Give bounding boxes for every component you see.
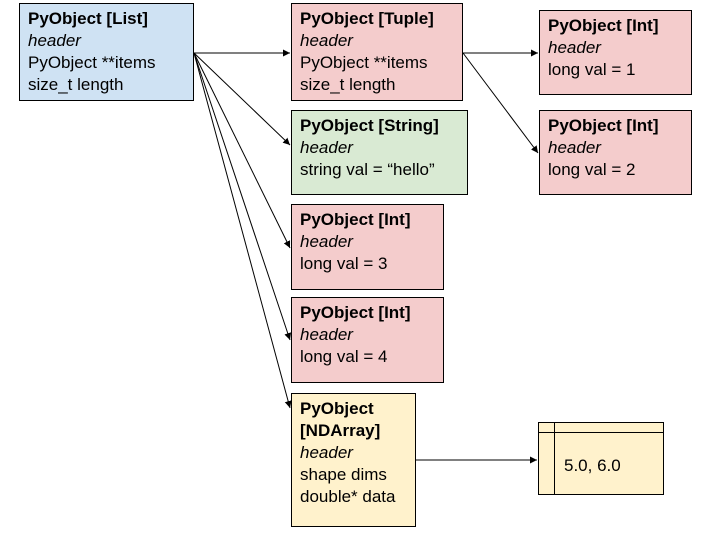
buffer-divider-vertical	[554, 423, 555, 494]
box-header: header	[28, 31, 81, 50]
box-title: PyObject [Int]	[300, 303, 411, 322]
box-title: PyObject [String]	[300, 116, 439, 135]
box-field: PyObject **items	[300, 53, 428, 72]
box-title: PyObject [Int]	[300, 210, 411, 229]
box-field: size_t length	[28, 75, 124, 94]
arrow-list-to-int3	[193, 52, 291, 249]
pyobject-tuple-box: PyObject [Tuple] header PyObject **items…	[291, 3, 463, 101]
buffer-divider-horizontal	[539, 432, 663, 433]
box-header: header	[300, 443, 353, 462]
arrow-list-to-int4	[193, 52, 292, 341]
box-title: PyObject [Int]	[548, 16, 659, 35]
box-title: PyObject [Tuple]	[300, 9, 434, 28]
box-field: size_t length	[300, 75, 396, 94]
box-field: PyObject **items	[28, 53, 156, 72]
box-header: header	[300, 325, 353, 344]
box-field: double* data	[300, 487, 396, 506]
box-header: header	[548, 138, 601, 157]
pyobject-int-2-box: PyObject [Int] header long val = 2	[539, 110, 692, 195]
box-field: long val = 3	[300, 254, 388, 273]
pyobject-int-1-box: PyObject [Int] header long val = 1	[539, 10, 692, 95]
box-header: header	[300, 138, 353, 157]
pyobject-int-4-box: PyObject [Int] header long val = 4	[291, 297, 444, 383]
box-header: header	[300, 31, 353, 50]
box-title: PyObject [Int]	[548, 116, 659, 135]
box-header: header	[548, 38, 601, 57]
box-field: long val = 2	[548, 160, 636, 179]
arrow-list-to-ndarray	[193, 52, 292, 409]
box-header: header	[300, 232, 353, 251]
ndarray-data-buffer: 5.0, 6.0	[538, 422, 664, 495]
box-title: PyObject	[300, 399, 374, 418]
pyobject-ndarray-box: PyObject [NDArray] header shape dims dou…	[291, 393, 416, 527]
box-field: shape dims	[300, 465, 387, 484]
pyobject-string-box: PyObject [String] header string val = “h…	[291, 110, 468, 195]
pyobject-int-3-box: PyObject [Int] header long val = 3	[291, 204, 444, 290]
box-title: PyObject [List]	[28, 9, 148, 28]
box-field: long val = 1	[548, 60, 636, 79]
arrow-tuple-to-int2	[462, 52, 539, 154]
buffer-values: 5.0, 6.0	[564, 456, 621, 475]
arrow-list-to-string	[193, 52, 291, 146]
pyobject-list-box: PyObject [List] header PyObject **items …	[19, 3, 194, 101]
box-field: long val = 4	[300, 347, 388, 366]
box-title-cont: [NDArray]	[300, 421, 381, 440]
box-field: string val = “hello”	[300, 160, 435, 179]
